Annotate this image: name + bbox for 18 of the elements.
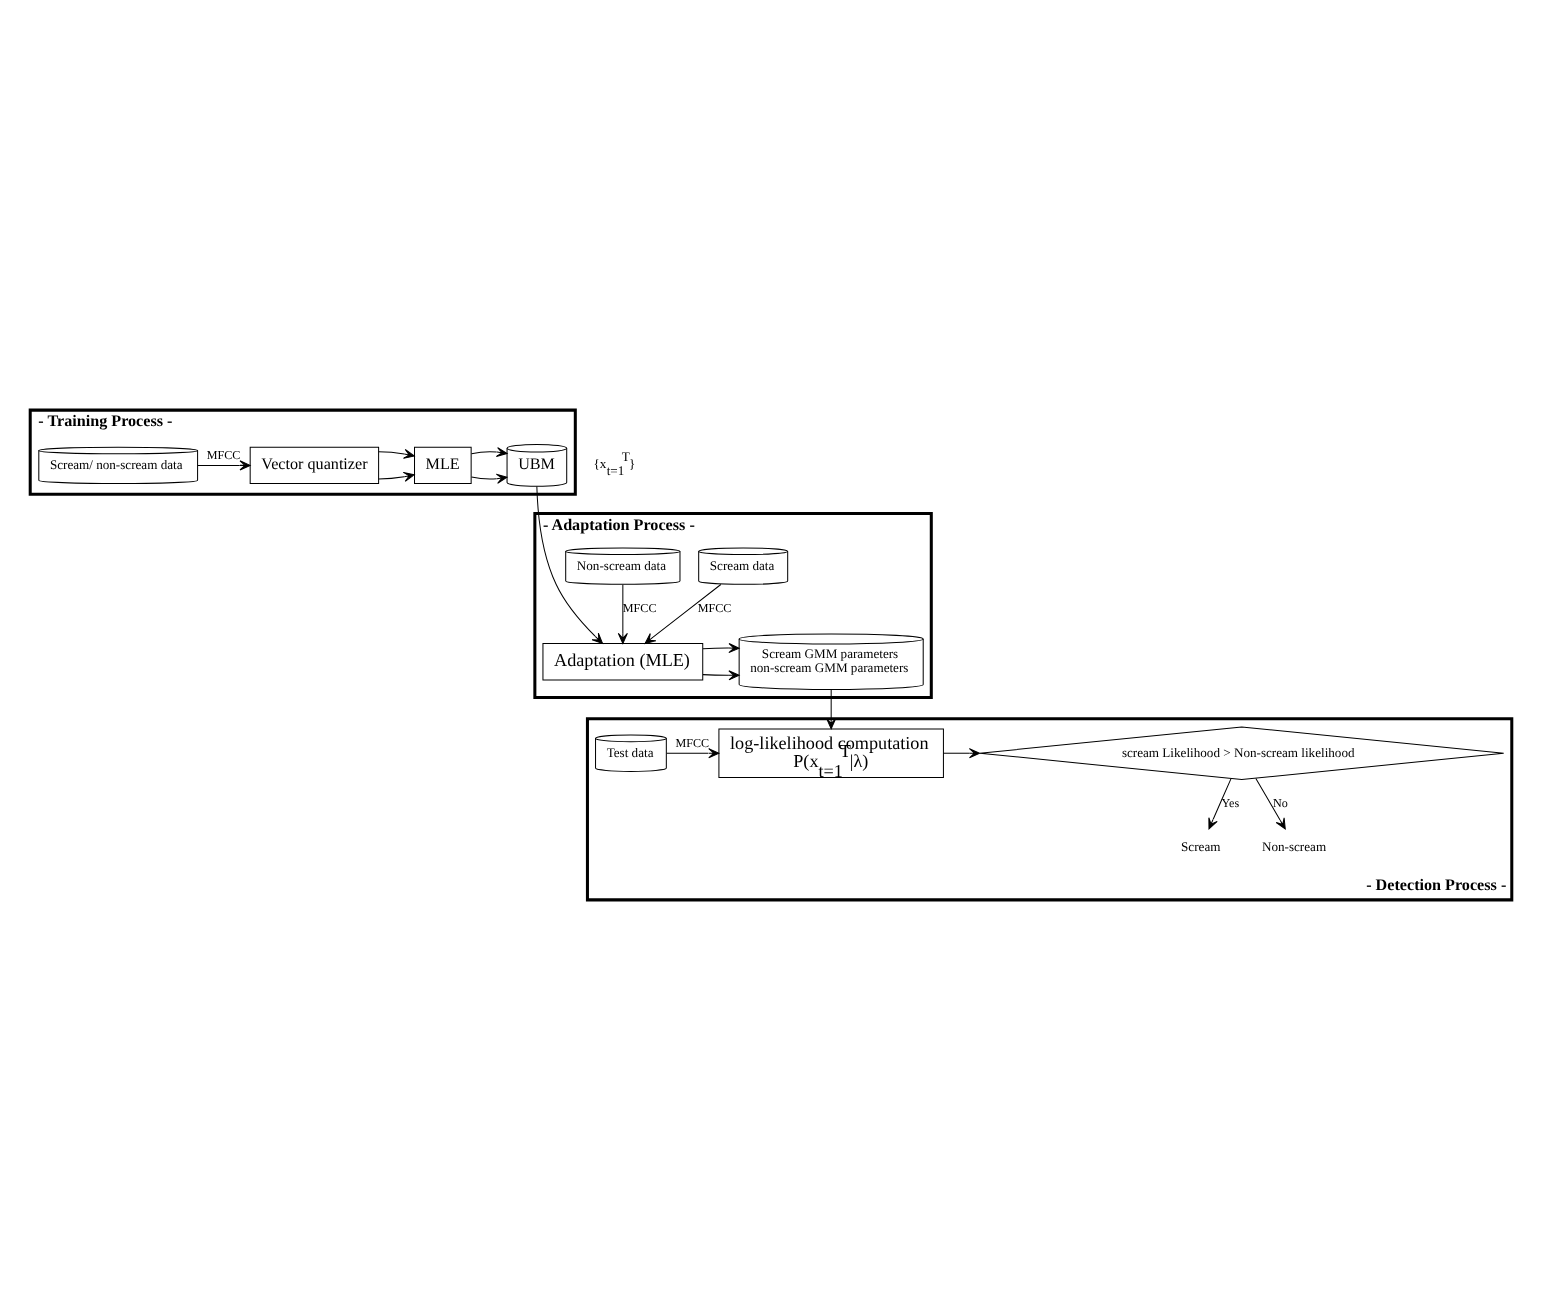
arrow xyxy=(197,459,251,470)
node-box: Adaptation (MLE) xyxy=(542,642,704,680)
arrow xyxy=(471,446,508,457)
arrow xyxy=(617,583,628,643)
arrow xyxy=(378,470,415,481)
arrow xyxy=(702,642,740,653)
arrow xyxy=(702,669,740,680)
arrow xyxy=(471,472,508,483)
node-box: Vector quantizer xyxy=(249,445,380,484)
arrow xyxy=(826,688,837,729)
arrow xyxy=(1255,776,1286,829)
arrow xyxy=(536,485,604,643)
arrow xyxy=(644,583,722,643)
arrow xyxy=(1208,777,1232,829)
node-box: MLE xyxy=(414,445,472,484)
arrow xyxy=(666,747,720,758)
arrow xyxy=(378,447,415,458)
arrow xyxy=(942,747,981,758)
